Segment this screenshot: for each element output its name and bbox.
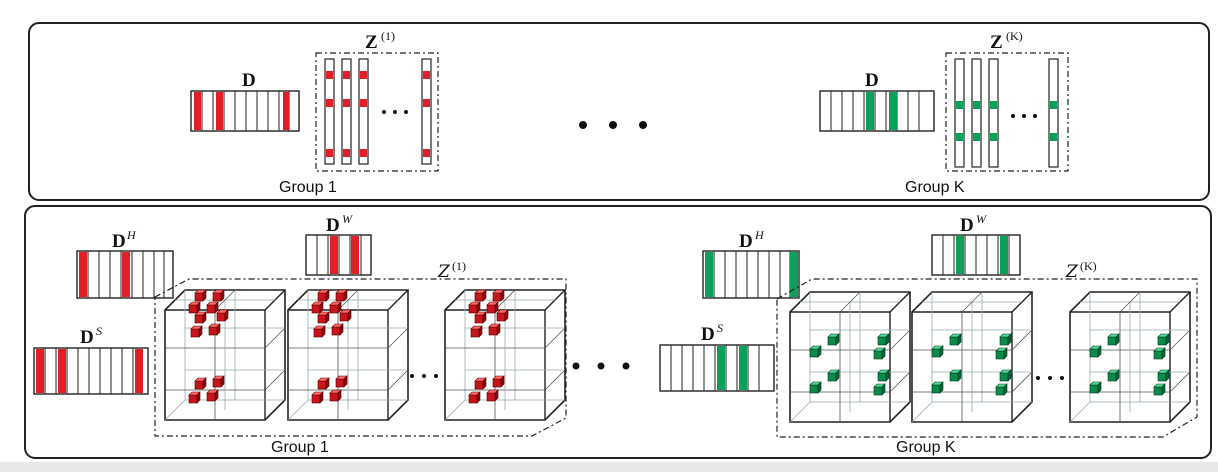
bottom-group1-dh-sup: H	[126, 228, 137, 242]
bottom-groupK-dh-sup: H	[754, 228, 765, 242]
top-group1-z-label: Z	[365, 32, 378, 53]
top-group1-dict-label: D	[242, 70, 256, 91]
bottom-groupK-dw-sup: W	[976, 212, 987, 226]
bottom-middle-ellipsis	[572, 362, 630, 370]
bottom-groupK-ds-sup: S	[717, 321, 723, 335]
bottom-group1-dh-dictionary	[76, 250, 174, 299]
bottom-group1-z-sup: (1)	[452, 259, 466, 273]
bottom-groupK-tensor-1	[789, 291, 911, 423]
bottom-groupK-dh-dictionary	[702, 250, 800, 299]
bottom-group1-ds-label: D	[80, 327, 94, 348]
top-group1-z-sup: (1)	[381, 29, 395, 43]
bottom-group1-tensor-1	[164, 289, 286, 421]
bottom-group1-dw-label: D	[326, 215, 340, 236]
bottom-strip	[0, 462, 1218, 472]
top-groupK-code-columns	[954, 58, 1059, 168]
bottom-groupK-caption: Group K	[896, 439, 956, 456]
bottom-group1-ds-dictionary	[33, 347, 149, 395]
top-group1-z-box	[315, 52, 439, 172]
top-group1-caption: Group 1	[279, 179, 337, 196]
top-groupK-ellipsis	[1011, 114, 1037, 118]
top-groupK-dictionary	[819, 90, 935, 132]
bottom-groupK-ds-label: D	[701, 324, 715, 345]
bottom-panel-frame	[24, 205, 1212, 459]
bottom-groupK-ds-dictionary	[659, 344, 775, 392]
bottom-group1-ellipsis	[410, 374, 438, 378]
top-groupK-dict-label: D	[865, 70, 879, 91]
bottom-group1-tensor-last	[444, 289, 566, 421]
bottom-group1-tensor-2	[287, 289, 409, 421]
top-groupK-z-label: Z	[990, 32, 1003, 53]
bottom-group1-caption: Group 1	[271, 439, 329, 456]
bottom-groupK-dw-label: D	[960, 215, 974, 236]
bottom-groupK-tensor-2	[911, 291, 1033, 423]
top-panel-frame	[28, 22, 1210, 201]
top-groupK-caption: Group K	[905, 179, 965, 196]
bottom-groupK-z-label: Z	[1065, 262, 1079, 282]
bottom-groupK-dw-dictionary	[931, 234, 1021, 276]
top-group1-ellipsis	[382, 110, 408, 114]
bottom-group1-dw-sup: W	[342, 212, 353, 226]
bottom-groupK-z-box	[776, 278, 1198, 438]
bottom-groupK-z-sup: (K)	[1080, 259, 1097, 273]
bottom-group1-z-label: Z	[437, 262, 451, 282]
bottom-group1-ds-sup: S	[96, 324, 102, 338]
top-groupK-z-sup: (K)	[1006, 29, 1023, 43]
bottom-group1-dh-label: D	[112, 231, 126, 252]
bottom-groupK-tensor-last	[1069, 291, 1191, 423]
bottom-groupK-ellipsis	[1036, 376, 1064, 380]
top-middle-ellipsis	[579, 121, 647, 129]
bottom-groupK-dh-label: D	[739, 231, 753, 252]
bottom-group1-dw-dictionary	[305, 234, 372, 276]
bottom-group1-z-box	[154, 278, 567, 437]
top-group1-code-columns	[324, 58, 432, 165]
top-groupK-z-box	[945, 52, 1069, 172]
top-group1-dictionary	[190, 90, 300, 132]
